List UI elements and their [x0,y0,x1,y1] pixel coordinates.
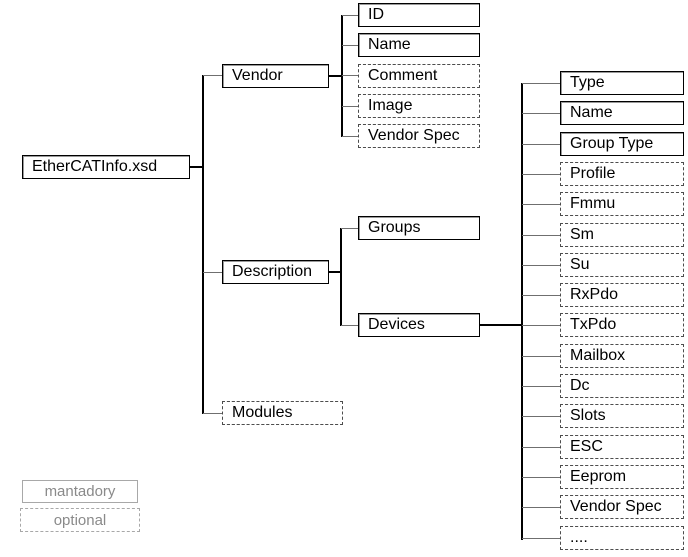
connector-vendor-to-name [342,45,359,46]
legend-optional: optional [20,508,140,532]
connector-devices-to-grouptype [522,144,560,145]
connector-devices-to-sm [522,235,560,236]
node-label: Eeprom [570,468,627,485]
node-label: Vendor [232,67,283,84]
legend-label: mantadory [44,483,116,500]
node-device-group-type[interactable]: Group Type [560,132,684,156]
connector-vendor-to-id [342,15,359,16]
node-label: Name [570,104,613,121]
connector-devices-to-type [522,83,560,84]
connector-devices-to-esc [522,447,560,448]
node-description[interactable]: Description [222,260,329,284]
node-label: Type [570,74,605,91]
connector-devices-to-vendorspec [522,507,560,508]
node-vendor-image[interactable]: Image [358,94,480,118]
connector-vendor-to-comment [342,75,359,76]
node-label: Sm [570,226,594,243]
legend-mandatory: mantadory [22,480,138,503]
node-device-mailbox[interactable]: Mailbox [560,344,684,368]
connector-devices-to-su [522,265,560,266]
node-label: Mailbox [570,347,626,364]
node-label: ESC [570,438,603,455]
node-label: EtherCATInfo.xsd [32,158,158,175]
connector-root-to-vendor [203,75,223,76]
node-label: Dc [570,377,590,394]
connector-root-to-modules [203,413,223,414]
connector-vendor-stub [329,75,342,77]
connector-devices-to-profile [522,174,560,175]
connector-root-to-description [203,272,223,273]
connector-devices-trunk [521,83,523,540]
connector-devices-to-dc [522,386,560,387]
node-device-esc[interactable]: ESC [560,435,684,459]
node-device-slots[interactable]: Slots [560,404,684,428]
node-device-rxpdo[interactable]: RxPdo [560,283,684,307]
connector-vendor-to-vendorspec [342,136,359,137]
node-label: Comment [368,67,438,84]
node-device-dc[interactable]: Dc [560,374,684,398]
node-label: Su [570,256,590,273]
node-label: Profile [570,165,616,182]
connector-devices-to-fmmu [522,204,560,205]
connector-devices-to-more [522,538,560,539]
node-vendor-id[interactable]: ID [358,3,480,27]
connector-devices-to-rxpdo [522,295,560,296]
node-label: Modules [232,404,293,421]
connector-description-trunk [340,228,342,326]
node-device-sm[interactable]: Sm [560,223,684,247]
node-device-more[interactable]: .... [560,526,684,550]
connector-devices-to-mailbox [522,356,560,357]
connector-devices-to-eeprom [522,477,560,478]
connector-root-trunk [202,75,204,414]
connector-description-to-devices [341,325,359,326]
connector-vendor-to-image [342,106,359,107]
connector-vendor-trunk [341,15,343,137]
node-groups[interactable]: Groups [358,216,480,240]
connector-devices-to-slots [522,416,560,417]
node-label: Name [368,36,411,53]
node-label: Slots [570,407,606,424]
node-device-txpdo[interactable]: TxPdo [560,313,684,337]
node-device-type[interactable]: Type [560,71,684,95]
node-label: Description [232,263,313,280]
node-label: Fmmu [570,195,616,212]
node-label: RxPdo [570,286,619,303]
node-label: Image [368,97,413,114]
node-vendor-name[interactable]: Name [358,33,480,57]
connector-devices-to-name [522,113,560,114]
node-label: Vendor Spec [570,498,662,515]
node-label: Groups [368,219,421,236]
node-vendor-comment[interactable]: Comment [358,64,480,88]
connector-devices-stub [480,324,523,326]
node-label: Devices [368,316,425,333]
legend-label: optional [53,511,107,529]
node-devices[interactable]: Devices [358,313,480,337]
node-device-name[interactable]: Name [560,101,684,125]
node-device-fmmu[interactable]: Fmmu [560,192,684,216]
node-label: Group Type [570,135,654,152]
node-vendor-vendorspec[interactable]: Vendor Spec [358,124,480,148]
connector-devices-to-txpdo [522,325,560,326]
node-label: .... [570,529,588,546]
connector-description-to-groups [341,228,359,229]
node-label: ID [368,6,384,23]
node-device-su[interactable]: Su [560,253,684,277]
node-root-ethercatinfo[interactable]: EtherCATInfo.xsd [22,155,190,179]
node-label: Vendor Spec [368,127,460,144]
connector-root-stub [190,166,203,168]
node-device-eeprom[interactable]: Eeprom [560,465,684,489]
node-modules[interactable]: Modules [222,401,343,425]
node-device-profile[interactable]: Profile [560,162,684,186]
node-vendor[interactable]: Vendor [222,64,329,88]
connector-description-stub [329,271,342,273]
node-device-vendorspec[interactable]: Vendor Spec [560,495,684,519]
node-label: TxPdo [570,316,617,333]
